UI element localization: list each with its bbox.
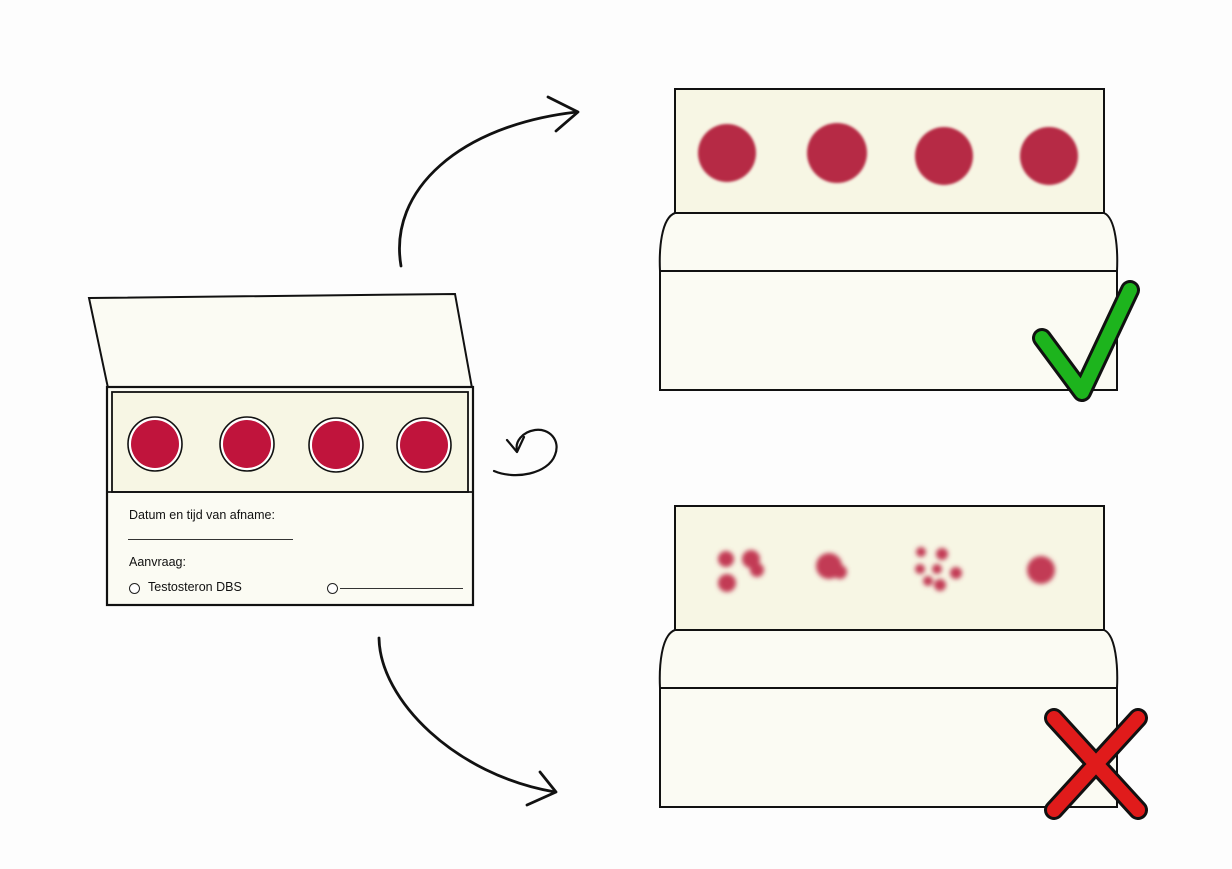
card-blood-spot — [396, 417, 452, 473]
bad-sample-card — [658, 505, 1148, 820]
card-blood-spot — [308, 417, 364, 473]
testosterone-radio[interactable] — [129, 583, 140, 594]
good-blood-spot — [915, 127, 973, 185]
date-label: Datum en tijd van afname: — [129, 508, 275, 522]
bad-blood-spot — [718, 550, 764, 592]
cross-icon — [1044, 708, 1148, 820]
good-blood-spot — [1020, 127, 1078, 185]
rotate-icon — [492, 428, 558, 477]
arrow-down — [377, 636, 557, 794]
card-blood-spot — [127, 416, 183, 472]
card-blood-spot — [219, 416, 275, 472]
card-flap — [87, 292, 474, 389]
rotate-arrowhead — [505, 435, 526, 454]
other-option-line[interactable] — [340, 588, 463, 589]
request-label: Aanvraag: — [129, 555, 186, 569]
bad-blood-spot — [816, 553, 847, 579]
testosterone-option-label: Testosteron DBS — [148, 580, 242, 594]
arrow-down-head — [525, 770, 558, 807]
bad-blood-spot — [915, 547, 962, 591]
good-sample-card — [658, 88, 1140, 402]
good-blood-spot — [807, 123, 867, 183]
bad-blood-spot — [1027, 556, 1055, 584]
good-blood-spot — [698, 124, 756, 182]
arrow-up-head — [546, 95, 580, 133]
arrow-up — [398, 110, 579, 268]
date-input-line[interactable] — [128, 539, 293, 540]
dbs-card — [87, 292, 475, 607]
other-option-radio[interactable] — [327, 583, 338, 594]
